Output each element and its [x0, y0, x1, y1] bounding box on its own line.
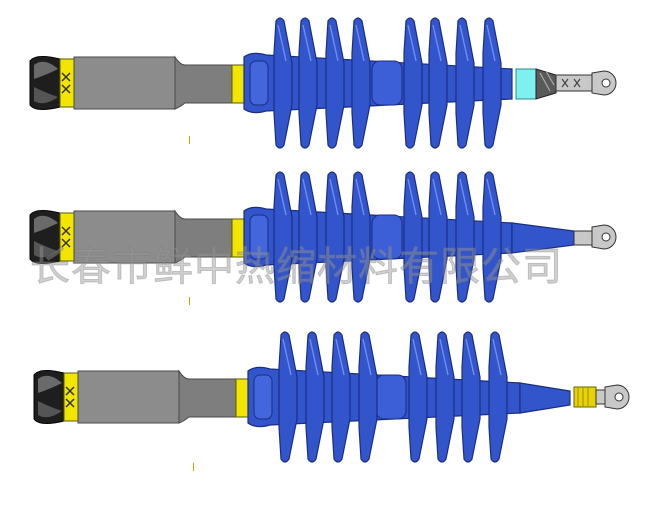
shed-highlight: [329, 24, 339, 62]
insulator-shed: [455, 17, 475, 149]
termination-top: [29, 17, 617, 149]
yellow-band: [231, 64, 245, 104]
tape-wrap-mark: [61, 72, 71, 94]
tape-wrap-mark: [577, 387, 589, 407]
yellow-tape: [59, 58, 75, 108]
insulator-shed: [358, 331, 378, 463]
insulator-shed: [455, 171, 475, 303]
tapered-boot: [511, 222, 575, 254]
insulator-shed: [331, 331, 351, 463]
insulator-joint: [371, 214, 403, 260]
gray-sleeve: [73, 210, 176, 264]
lug-hole: [601, 78, 611, 88]
insulator-shed: [273, 17, 293, 149]
shed-highlight: [282, 338, 292, 376]
shed-highlight: [277, 178, 287, 216]
shed-highlight: [486, 24, 496, 62]
insulator-shed: [482, 17, 502, 149]
marker-tick-middle: [189, 297, 190, 305]
insulator-shed: [428, 17, 448, 149]
yellow-tape-end: [573, 386, 597, 408]
shed-highlight: [486, 178, 496, 216]
shed-highlight: [439, 338, 449, 376]
cable-highlight: [34, 215, 58, 233]
lug-hole: [614, 392, 624, 402]
shed-highlight: [362, 338, 372, 376]
shed-highlight: [407, 178, 417, 216]
cyan-seal: [515, 68, 537, 100]
insulator-shed: [278, 331, 298, 463]
crimp-mark: [539, 70, 555, 92]
cable-highlight: [34, 61, 58, 79]
marker-tick-bottom: [193, 463, 194, 471]
gray-sleeve: [73, 56, 176, 110]
insulator-shed: [488, 331, 508, 463]
cable-highlight: [38, 375, 62, 393]
insulator-shed: [305, 331, 325, 463]
shed-highlight: [459, 24, 469, 62]
lug-barrel: [573, 230, 593, 246]
lug-hole: [601, 232, 611, 242]
insulator-shed: [408, 331, 428, 463]
insulator-shed: [325, 171, 345, 303]
lug-barrel: [555, 74, 593, 92]
shed-highlight: [432, 24, 442, 62]
insulator-shed: [325, 17, 345, 149]
gray-sleeve: [77, 370, 180, 424]
insulator-shed: [482, 171, 502, 303]
insulator-collar: [249, 60, 269, 106]
shed-highlight: [465, 338, 475, 376]
insulator-shed: [351, 17, 371, 149]
yellow-tape: [63, 372, 79, 422]
shed-highlight: [309, 338, 319, 376]
insulator-shed: [403, 17, 423, 149]
shed-highlight: [407, 24, 417, 62]
shed-highlight: [277, 24, 287, 62]
marker-tick-top: [189, 136, 190, 144]
insulator-shed: [298, 171, 318, 303]
tape-wrap-mark: [65, 386, 75, 408]
insulator-shed: [461, 331, 481, 463]
yellow-band: [231, 218, 245, 258]
shed-highlight: [492, 338, 502, 376]
shed-highlight: [432, 178, 442, 216]
shed-highlight: [459, 178, 469, 216]
termination-bottom: [33, 331, 630, 463]
insulator-joint: [371, 60, 403, 106]
tape-wrap-mark: [61, 226, 71, 248]
shed-highlight: [355, 24, 365, 62]
insulator-collar: [253, 374, 273, 420]
shed-highlight: [412, 338, 422, 376]
insulator-shed: [403, 171, 423, 303]
yellow-tape: [59, 212, 75, 262]
yellow-band: [235, 378, 249, 418]
shed-highlight: [329, 178, 339, 216]
shed-highlight: [355, 178, 365, 216]
cable-highlight: [34, 241, 58, 258]
insulator-shed: [435, 331, 455, 463]
insulator-collar: [249, 214, 269, 260]
gray-sleeve-step: [174, 209, 233, 264]
insulator-shed: [351, 171, 371, 303]
cable-highlight: [38, 401, 62, 418]
shed-highlight: [302, 178, 312, 216]
cable-highlight: [34, 87, 58, 104]
lug-knurl: [561, 78, 581, 88]
tapered-boot: [519, 382, 571, 414]
insulator-shed: [298, 17, 318, 149]
insulator-shed: [273, 171, 293, 303]
insulator-joint: [375, 374, 407, 420]
gray-sleeve-step: [174, 55, 233, 110]
termination-middle: [29, 171, 617, 303]
gray-sleeve-step: [178, 369, 237, 424]
shed-highlight: [335, 338, 345, 376]
insulator-shed: [428, 171, 448, 303]
shed-highlight: [302, 24, 312, 62]
